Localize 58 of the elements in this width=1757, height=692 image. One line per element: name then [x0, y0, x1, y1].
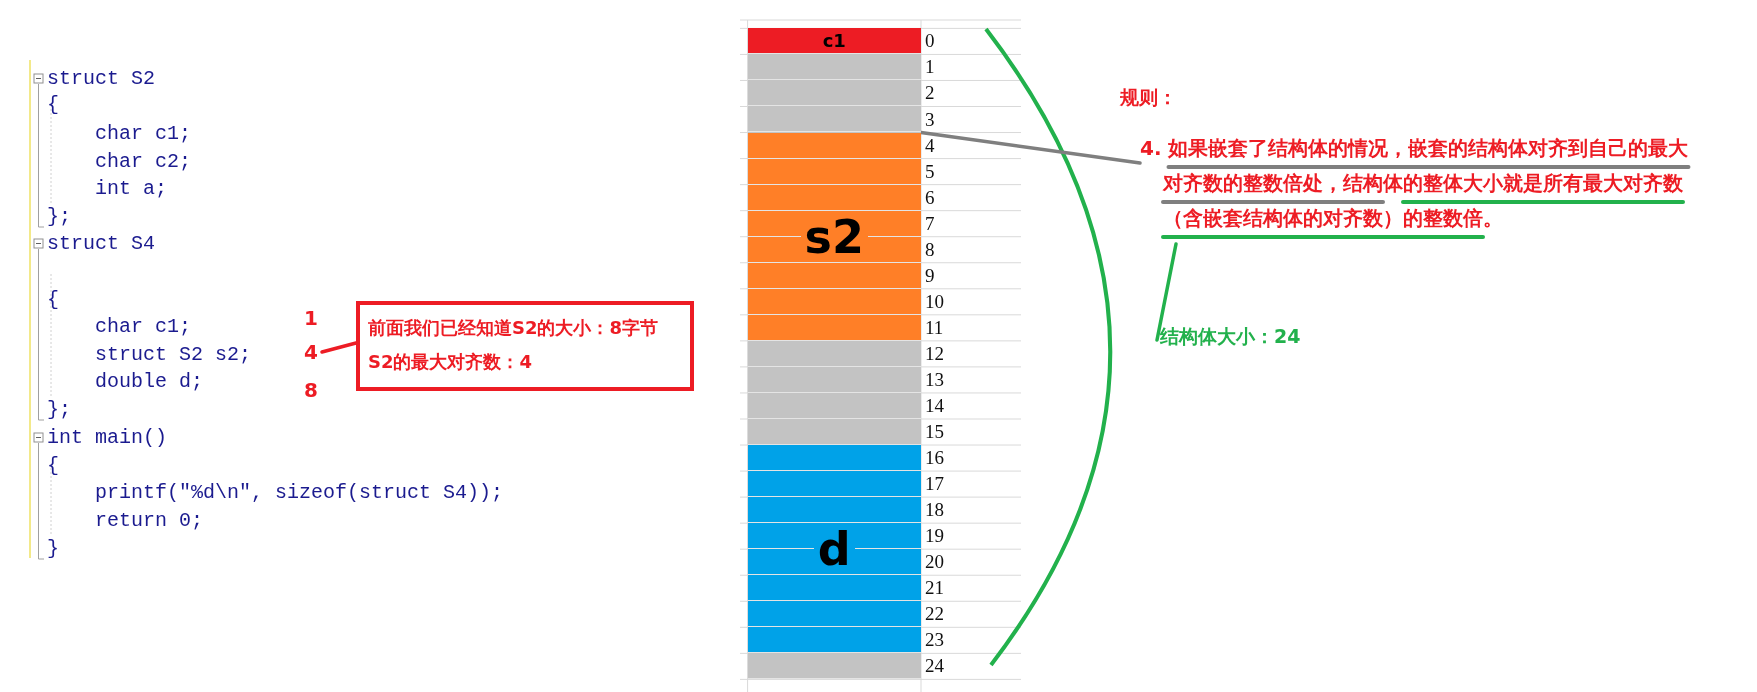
byte-offset: 18	[925, 498, 944, 523]
code-line: printf("%d\n", sizeof(struct S4));	[95, 480, 504, 506]
rule-text: 4. 如果嵌套了结构体的情况，嵌套的结构体对齐到自己的最大对齐数的整数倍处，结构体的整体大小就是所有最大对齐数（含嵌套结构体的对齐数）的整数倍。	[1140, 131, 1695, 236]
code-line: };	[47, 397, 71, 423]
byte-offset: 8	[925, 237, 935, 262]
byte-offset: 13	[925, 367, 944, 392]
memory-block: d	[747, 445, 921, 654]
padding-block	[747, 54, 921, 133]
code-line: int main()	[47, 425, 168, 451]
byte-offset: 9	[925, 263, 935, 288]
byte-offset: 24	[925, 654, 944, 679]
heading: 规则：	[1120, 85, 1177, 110]
connector-line	[320, 341, 358, 354]
code-line: char c2;	[95, 149, 191, 175]
padding-block	[747, 653, 921, 680]
byte-offset: 22	[925, 602, 944, 627]
offset-number: 1	[304, 305, 318, 332]
code-line: int a;	[95, 176, 167, 202]
byte-offset: 3	[925, 107, 935, 132]
byte-offset: 14	[925, 393, 944, 418]
code-line: char c1;	[95, 121, 191, 147]
offset-number: 4	[304, 338, 322, 366]
callout-box: 前面我们已经知道S2的大小：8字节 S2的最大对齐数：4	[356, 301, 694, 391]
byte-offset: 5	[925, 159, 935, 184]
byte-offset: 2	[925, 81, 935, 106]
connector-line	[919, 130, 1142, 165]
code-line: struct S4	[47, 231, 156, 257]
connector-line	[1155, 242, 1178, 342]
code-line: double d;	[95, 369, 204, 395]
byte-offset: 4	[925, 133, 935, 158]
code-line: struct S2 s2;	[95, 342, 252, 368]
memory-cell: c1	[747, 28, 921, 55]
byte-offset: 12	[925, 341, 944, 366]
size-text: 结构体大小：24	[1160, 321, 1330, 351]
byte-offset: 16	[925, 446, 944, 471]
byte-offset: 0	[925, 29, 935, 54]
byte-offset: 20	[925, 550, 944, 575]
byte-offset: 10	[925, 289, 944, 314]
code-line: struct S2	[47, 66, 156, 92]
byte-offset: 6	[925, 185, 935, 210]
code-line: {	[47, 287, 59, 313]
code-line: }	[47, 536, 59, 562]
offset-number: 8	[304, 377, 318, 404]
code-line: };	[47, 204, 71, 230]
byte-offset: 23	[925, 628, 944, 653]
byte-offset: 19	[925, 524, 944, 549]
code-line: {	[47, 92, 59, 118]
code-line: {	[47, 453, 59, 479]
byte-offset: 1	[925, 55, 935, 80]
byte-offset: 21	[925, 576, 944, 601]
padding-block	[747, 340, 921, 446]
byte-offset: 17	[925, 472, 944, 497]
code-line: char c1;	[95, 314, 191, 340]
byte-offset: 15	[925, 420, 944, 444]
byte-offset: 7	[925, 211, 935, 236]
code-line: return 0;	[95, 508, 204, 534]
byte-offset: 11	[925, 315, 944, 340]
memory-block: s2	[747, 132, 921, 341]
